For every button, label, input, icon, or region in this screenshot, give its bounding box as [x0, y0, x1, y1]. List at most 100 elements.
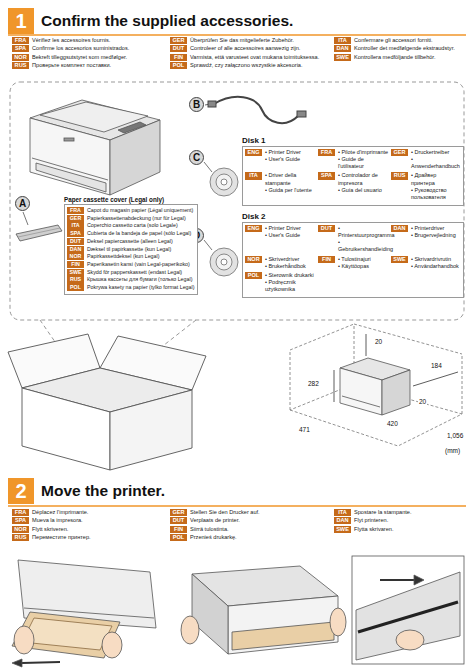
language-row: NOR• Skriverdriver• Brukerhåndbok — [245, 256, 316, 270]
language-code: ITA — [245, 172, 262, 179]
move-step-left — [12, 560, 156, 667]
language-row: FRA• Pilote d'imprimante• Guide de l'uti… — [318, 149, 389, 170]
translation-text: Paperikasetin kansi (vain Legal-paperiko… — [87, 261, 195, 268]
language-row: DAN• Printerdriver• Brugervejledning — [391, 225, 461, 239]
translation-text: Siirrä tulostinta. — [190, 526, 330, 533]
translation-text: • Guía del usuario — [338, 187, 389, 194]
text-column: Controleer of alle accessoires aanwezig … — [190, 45, 330, 52]
language-code: DUT — [318, 225, 335, 232]
cd-disk-part — [204, 162, 212, 172]
printer-drawing-part — [36, 163, 106, 192]
language-code: ITA — [67, 222, 84, 229]
text-column: Paperikasetin kansi (vain Legal-paperiko… — [87, 261, 195, 268]
language-code: SWE — [391, 256, 408, 263]
language-code: ENG — [245, 149, 262, 156]
text-column: Confermare gli accessori forniti. — [354, 37, 466, 44]
language-code: GER — [170, 37, 187, 44]
language-code: POL — [170, 62, 187, 69]
translation-text: Vérifiez les accessoires fournis. — [32, 37, 166, 44]
move-step-middle — [181, 566, 346, 654]
step-heading: 2Move the printer. — [8, 478, 466, 504]
text-column: Проверьте комплект поставки. — [32, 62, 166, 69]
translation-text: • Skriverdriver — [265, 256, 316, 263]
translation-text: • User's Guide — [265, 156, 316, 163]
move-step-left-part — [22, 662, 60, 663]
language-row: DUTVerplaats de printer. — [170, 517, 330, 524]
text-column: • Printer Driver• User's Guide — [265, 225, 316, 239]
translation-text: Verplaats de printer. — [190, 517, 330, 524]
table-heading: Disk 2 — [242, 212, 464, 221]
text-column: • Driver della stampante• Guida per l'ut… — [265, 172, 316, 193]
translation-text: Переместите принтер. — [32, 534, 166, 541]
translation-text: • Käyttöopas — [338, 263, 389, 270]
dimension-label: 20 — [418, 398, 427, 406]
dimension-label: (mm) — [444, 447, 461, 455]
text-column: Verplaats de printer. — [190, 517, 330, 524]
language-row: GER• Druckertreiber• Anwenderhandbuch — [391, 149, 461, 170]
language-row: SWESkydd för papperskassett (endast Lega… — [67, 269, 195, 276]
step-number: 1 — [8, 8, 34, 34]
translation-text: Confermare gli accessori forniti. — [354, 37, 466, 44]
clearance-drawing-part — [334, 370, 335, 402]
heading-holder: Paper cassette cover (Legal only) — [64, 196, 198, 203]
clearance-drawing — [290, 324, 462, 446]
text-column: Überprüfen Sie das mitgelieferte Zubehör… — [190, 37, 330, 44]
cd-disk-part — [221, 259, 227, 265]
move-step-right-part — [380, 579, 416, 581]
move-step-middle-part — [232, 622, 334, 650]
translation-text: Flytta skrivaren. — [354, 526, 466, 533]
move-step-left-part — [12, 659, 22, 667]
move-step-middle-part — [192, 574, 228, 654]
cd-disk-part — [221, 179, 227, 185]
translation-text: Mueva la impresora. — [32, 517, 166, 524]
clearance-drawing-part — [290, 324, 354, 350]
language-row: SWE• Skrivardrivrutin• Användarhandbok — [391, 256, 461, 270]
text-column: Przenieś drukarkę. — [190, 534, 330, 541]
translation-text: • Brukerhåndbok — [265, 263, 316, 270]
text-column: Flyt printeren. — [354, 517, 466, 524]
language-row: RUSКрышка кассеты для бумаги (только Leg… — [67, 276, 195, 283]
language-code: SPA — [12, 517, 29, 524]
move-step-right-part — [414, 575, 424, 585]
translation-text: Kontroller det medfølgende ekstraudstyr. — [354, 45, 466, 52]
translation-text: Проверьте комплект поставки. — [32, 62, 166, 69]
translation-text: • Sterownik drukarki — [265, 272, 316, 279]
text-column: Deksel papiercassette (alleen Legal) — [87, 238, 195, 245]
text-column: Kontroller det medfølgende ekstraudstyr. — [354, 45, 466, 52]
language-code: NOR — [67, 253, 84, 260]
disk-table: Disk 1ENG• Printer Driver• User's GuideF… — [242, 136, 464, 206]
text-column: Confirme los accesorios suministrados. — [32, 45, 166, 52]
text-column: Papirkassettdeksel (kun Legal) — [87, 253, 195, 260]
translation-text: Stellen Sie den Drucker auf. — [190, 509, 330, 516]
text-column: • Druckertreiber• Anwenderhandbuch — [411, 149, 461, 170]
heading-rule-part — [8, 505, 466, 507]
language-row: FRADéplacez l'imprimante. — [12, 509, 166, 516]
language-row: FINPaperikasetin kansi (vain Legal-paper… — [67, 261, 195, 268]
clearance-drawing-part — [290, 350, 291, 410]
callout-circle: B — [189, 97, 204, 112]
text-column: Pokrywa kasety na papier (tylko format L… — [87, 284, 195, 291]
translation-text: • Драйвер принтера — [411, 172, 461, 186]
language-row: DUTDeksel papiercassette (alleen Legal) — [67, 238, 195, 245]
text-column: • Skriverdriver• Brukerhåndbok — [265, 256, 316, 270]
language-code: SWE — [334, 54, 351, 61]
translation-text: Papierkassettenabdeckung (nur für Legal) — [87, 215, 195, 222]
move-step-right-part — [352, 556, 464, 664]
language-row: ITAConfermare gli accessori forniti. — [334, 37, 466, 44]
language-code: RUS — [67, 276, 84, 283]
translation-text: Pokrywa kasety na papier (tylko format L… — [87, 284, 195, 291]
text-column: • Controlador de impresora• Guía del usu… — [338, 172, 389, 193]
language-row: SPACubierta de la bandeja de papel (sólo… — [67, 230, 195, 237]
printer-drawing-part — [118, 122, 146, 133]
language-code: POL — [67, 284, 84, 291]
table-heading: Paper cassette cover (Legal only) — [64, 196, 198, 203]
language-row: POL• Sterownik drukarki• Podręcznik użyt… — [245, 272, 316, 293]
language-code: POL — [245, 272, 262, 279]
language-code: POL — [170, 534, 187, 541]
language-row: GERStellen Sie den Drucker auf. — [170, 509, 330, 516]
translation-text: Controleer of alle accessoires aanwezig … — [190, 45, 330, 52]
language-code: SPA — [318, 172, 335, 179]
language-code: FRA — [12, 509, 29, 516]
